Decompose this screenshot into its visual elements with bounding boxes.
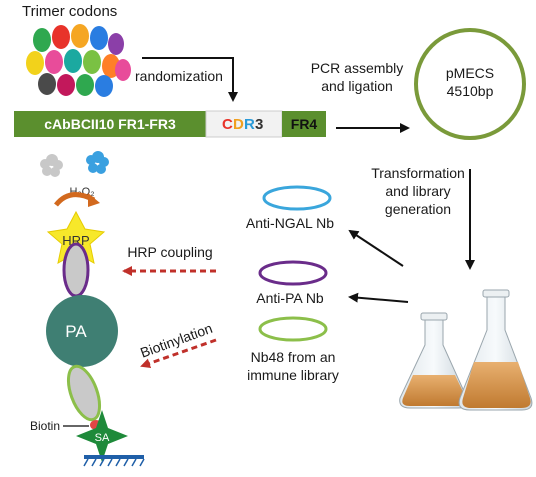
codon-oval bbox=[26, 51, 44, 75]
selection-arrow-pa bbox=[348, 292, 409, 303]
codon-oval bbox=[90, 26, 108, 50]
anti-ngal-nb-shape bbox=[262, 185, 332, 211]
sa-label: SA bbox=[95, 432, 110, 444]
selection-arrow-ngal bbox=[348, 229, 404, 267]
codon-oval bbox=[52, 25, 70, 49]
codon-oval bbox=[115, 59, 131, 81]
biotinylation-arrow bbox=[140, 338, 217, 369]
solid-surface bbox=[83, 455, 145, 467]
codon-oval bbox=[71, 24, 89, 48]
pcr-label-line2: and ligation bbox=[321, 78, 393, 94]
codon-oval bbox=[33, 28, 51, 52]
fr4-label: FR4 bbox=[291, 116, 318, 132]
codon-oval bbox=[38, 73, 56, 95]
cdr3-letter-r: R bbox=[244, 116, 255, 133]
transformation-label-line1: Transformation bbox=[371, 165, 465, 181]
anti-ngal-nb-label: Anti-NGAL Nb bbox=[246, 215, 334, 231]
pa-label: PA bbox=[65, 322, 87, 341]
randomization-arrow bbox=[142, 57, 238, 102]
nb48-capture-nb bbox=[66, 364, 102, 422]
cdr3-digit-3: 3 bbox=[255, 116, 263, 133]
culture-flasks bbox=[399, 289, 533, 411]
transformation-label-line2: and library bbox=[385, 183, 450, 199]
fr1-fr3-label: cAbBCII10 FR1-FR3 bbox=[44, 116, 176, 132]
randomization-label: randomization bbox=[135, 68, 223, 84]
codon-oval bbox=[45, 50, 63, 74]
codon-oval bbox=[76, 74, 94, 96]
codon-oval bbox=[57, 74, 75, 96]
biotin-label: Biotin bbox=[30, 419, 60, 433]
hrp-coupling-label: HRP coupling bbox=[127, 244, 212, 260]
hrp-label: HRP bbox=[62, 233, 89, 248]
anti-pa-nb-hrp-conjugate bbox=[62, 242, 90, 298]
transformation-label-line3: generation bbox=[385, 201, 451, 217]
codon-cluster bbox=[26, 24, 131, 97]
nb48-label-line1: Nb48 from an bbox=[251, 349, 336, 365]
sa-star bbox=[76, 410, 128, 462]
trimer-codons-label: Trimer codons bbox=[22, 3, 117, 20]
codon-oval bbox=[83, 50, 101, 74]
pmecs-size-label: 4510bp bbox=[447, 83, 494, 99]
fr4-segment bbox=[282, 111, 326, 137]
anti-pa-nb-label: Anti-PA Nb bbox=[256, 290, 324, 306]
cdr3-letter-c: C bbox=[222, 116, 233, 133]
codon-oval bbox=[95, 75, 113, 97]
gene-construct-bar: cAbBCII10 FR1-FR3 C D R 3 FR4 bbox=[14, 110, 326, 138]
pa-antigen-circle bbox=[46, 295, 118, 367]
nb48-label-line2: immune library bbox=[247, 367, 339, 383]
substrate-clouds bbox=[40, 151, 109, 177]
fr1-fr3-segment bbox=[14, 111, 206, 137]
codon-oval bbox=[64, 49, 82, 73]
cdr3-letter-d: D bbox=[233, 116, 244, 133]
nb48-shape bbox=[258, 316, 328, 342]
pmecs-label: pMECS bbox=[446, 65, 494, 81]
pcr-label-line1: PCR assembly bbox=[311, 60, 404, 76]
anti-pa-nb-shape bbox=[258, 260, 328, 286]
codon-oval bbox=[108, 33, 124, 55]
cdr3-segment bbox=[205, 110, 283, 138]
pmecs-plasmid-ring bbox=[414, 28, 526, 140]
